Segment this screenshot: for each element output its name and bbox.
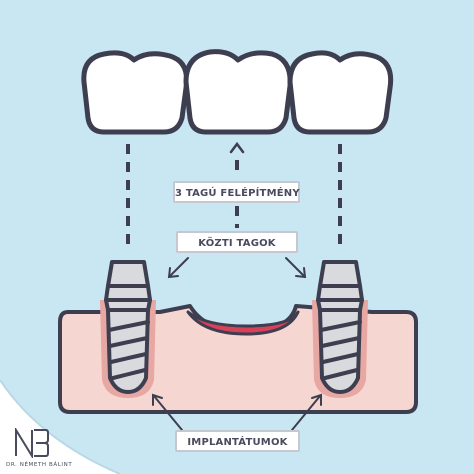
superstructure-label: 3 TAGÚ FELÉPÍTMÉNY <box>173 181 300 203</box>
arrow-right-down-icon <box>295 267 307 279</box>
arrow-up-icon <box>229 141 245 154</box>
abutments-label: KÖZTI TAGOK <box>176 231 298 253</box>
arrow-left-down-icon <box>167 267 179 279</box>
crown-middle <box>183 49 293 135</box>
dashed-guide-lines <box>126 144 342 252</box>
left-implant <box>104 260 152 394</box>
abutment-arrows <box>167 257 307 279</box>
logo-caption: DR. NÉMETH BÁLINT <box>6 462 73 468</box>
crown-left <box>81 50 190 135</box>
bridge-crowns <box>81 49 394 135</box>
page-curl-corner <box>0 380 120 474</box>
implants-label: IMPLANTÁTUMOK <box>175 430 300 452</box>
nb-logo-mark <box>15 428 49 458</box>
right-implant <box>316 260 364 394</box>
implant-arrows <box>152 393 322 431</box>
extraction-site <box>186 310 300 336</box>
arrow-up-left-icon <box>152 393 163 406</box>
logo: DR. NÉMETH BÁLINT <box>6 426 96 472</box>
arrow-up-right-icon <box>311 393 322 406</box>
crown-right <box>287 50 394 135</box>
